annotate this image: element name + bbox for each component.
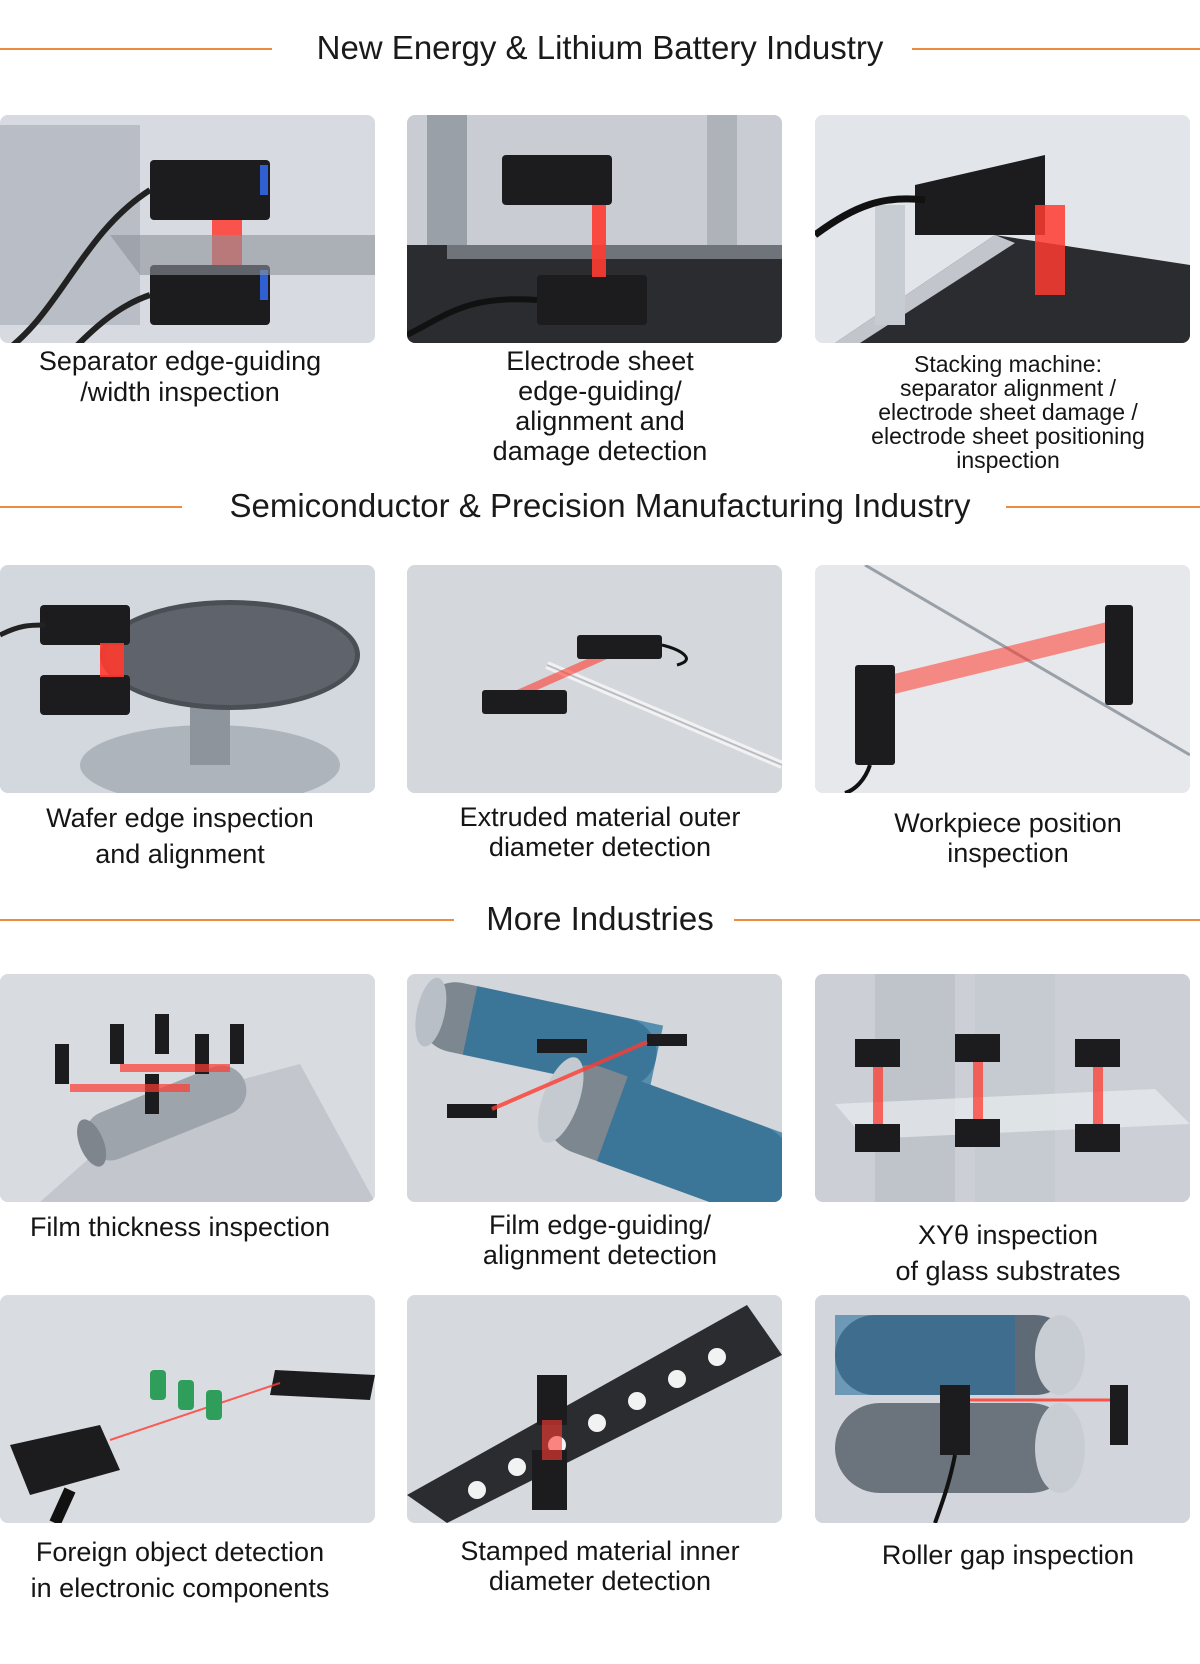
- caption-stacking-machine: Stacking machine: separator alignment / …: [871, 351, 1145, 473]
- caption-film-edge-guiding: Film edge-guiding/ alignment detection: [482, 1210, 718, 1270]
- image-extruded-material-outer-diameter: [407, 565, 782, 793]
- image-separator-edge-guiding: [0, 115, 375, 343]
- section-title: Semiconductor & Precision Manufacturing …: [229, 487, 971, 524]
- caption-separator-edge-guiding: Separator edge-guiding /width inspection: [38, 346, 322, 407]
- caption-roller-gap: Roller gap inspection: [881, 1540, 1135, 1570]
- section-title: More Industries: [486, 900, 714, 937]
- divider-line-right: [1006, 506, 1200, 508]
- divider-line-left: [0, 506, 182, 508]
- caption-glass-substrate-xytheta: XYθ inspection of glass substrates: [895, 1220, 1121, 1286]
- image-glass-substrate-xytheta: [815, 974, 1190, 1202]
- image-roller-gap: [815, 1295, 1190, 1523]
- divider-line-left: [0, 48, 272, 50]
- section-header-semiconductor: Semiconductor & Precision Manufacturing …: [0, 486, 1200, 526]
- caption-foreign-object-detection: Foreign object detection in electronic c…: [30, 1537, 330, 1603]
- image-foreign-object-detection: [0, 1295, 375, 1523]
- image-film-edge-guiding: [407, 974, 782, 1202]
- divider-line-right: [734, 919, 1200, 921]
- caption-wafer-edge-inspection: Wafer edge inspection and alignment: [46, 803, 314, 869]
- section-title: New Energy & Lithium Battery Industry: [316, 29, 884, 66]
- caption-extruded-material-outer-diameter: Extruded material outer diameter detecti…: [459, 802, 741, 862]
- divider-line-left: [0, 919, 454, 921]
- image-stamped-material-inner-diameter: [407, 1295, 782, 1523]
- image-electrode-sheet-edge-guiding: [407, 115, 782, 343]
- section-header-more: More Industries: [0, 899, 1200, 939]
- caption-electrode-sheet-edge-guiding: Electrode sheet edge-guiding/ alignment …: [492, 346, 708, 466]
- image-stacking-machine: [815, 115, 1190, 343]
- caption-workpiece-position: Workpiece position inspection: [894, 808, 1122, 868]
- caption-stamped-material-inner-diameter: Stamped material inner diameter detectio…: [460, 1536, 740, 1596]
- section-header-battery: New Energy & Lithium Battery Industry: [0, 28, 1200, 68]
- image-wafer-edge-inspection: [0, 565, 375, 793]
- divider-line-right: [912, 48, 1200, 50]
- image-workpiece-position: [815, 565, 1190, 793]
- image-film-thickness: [0, 974, 375, 1202]
- caption-film-thickness: Film thickness inspection: [29, 1212, 331, 1242]
